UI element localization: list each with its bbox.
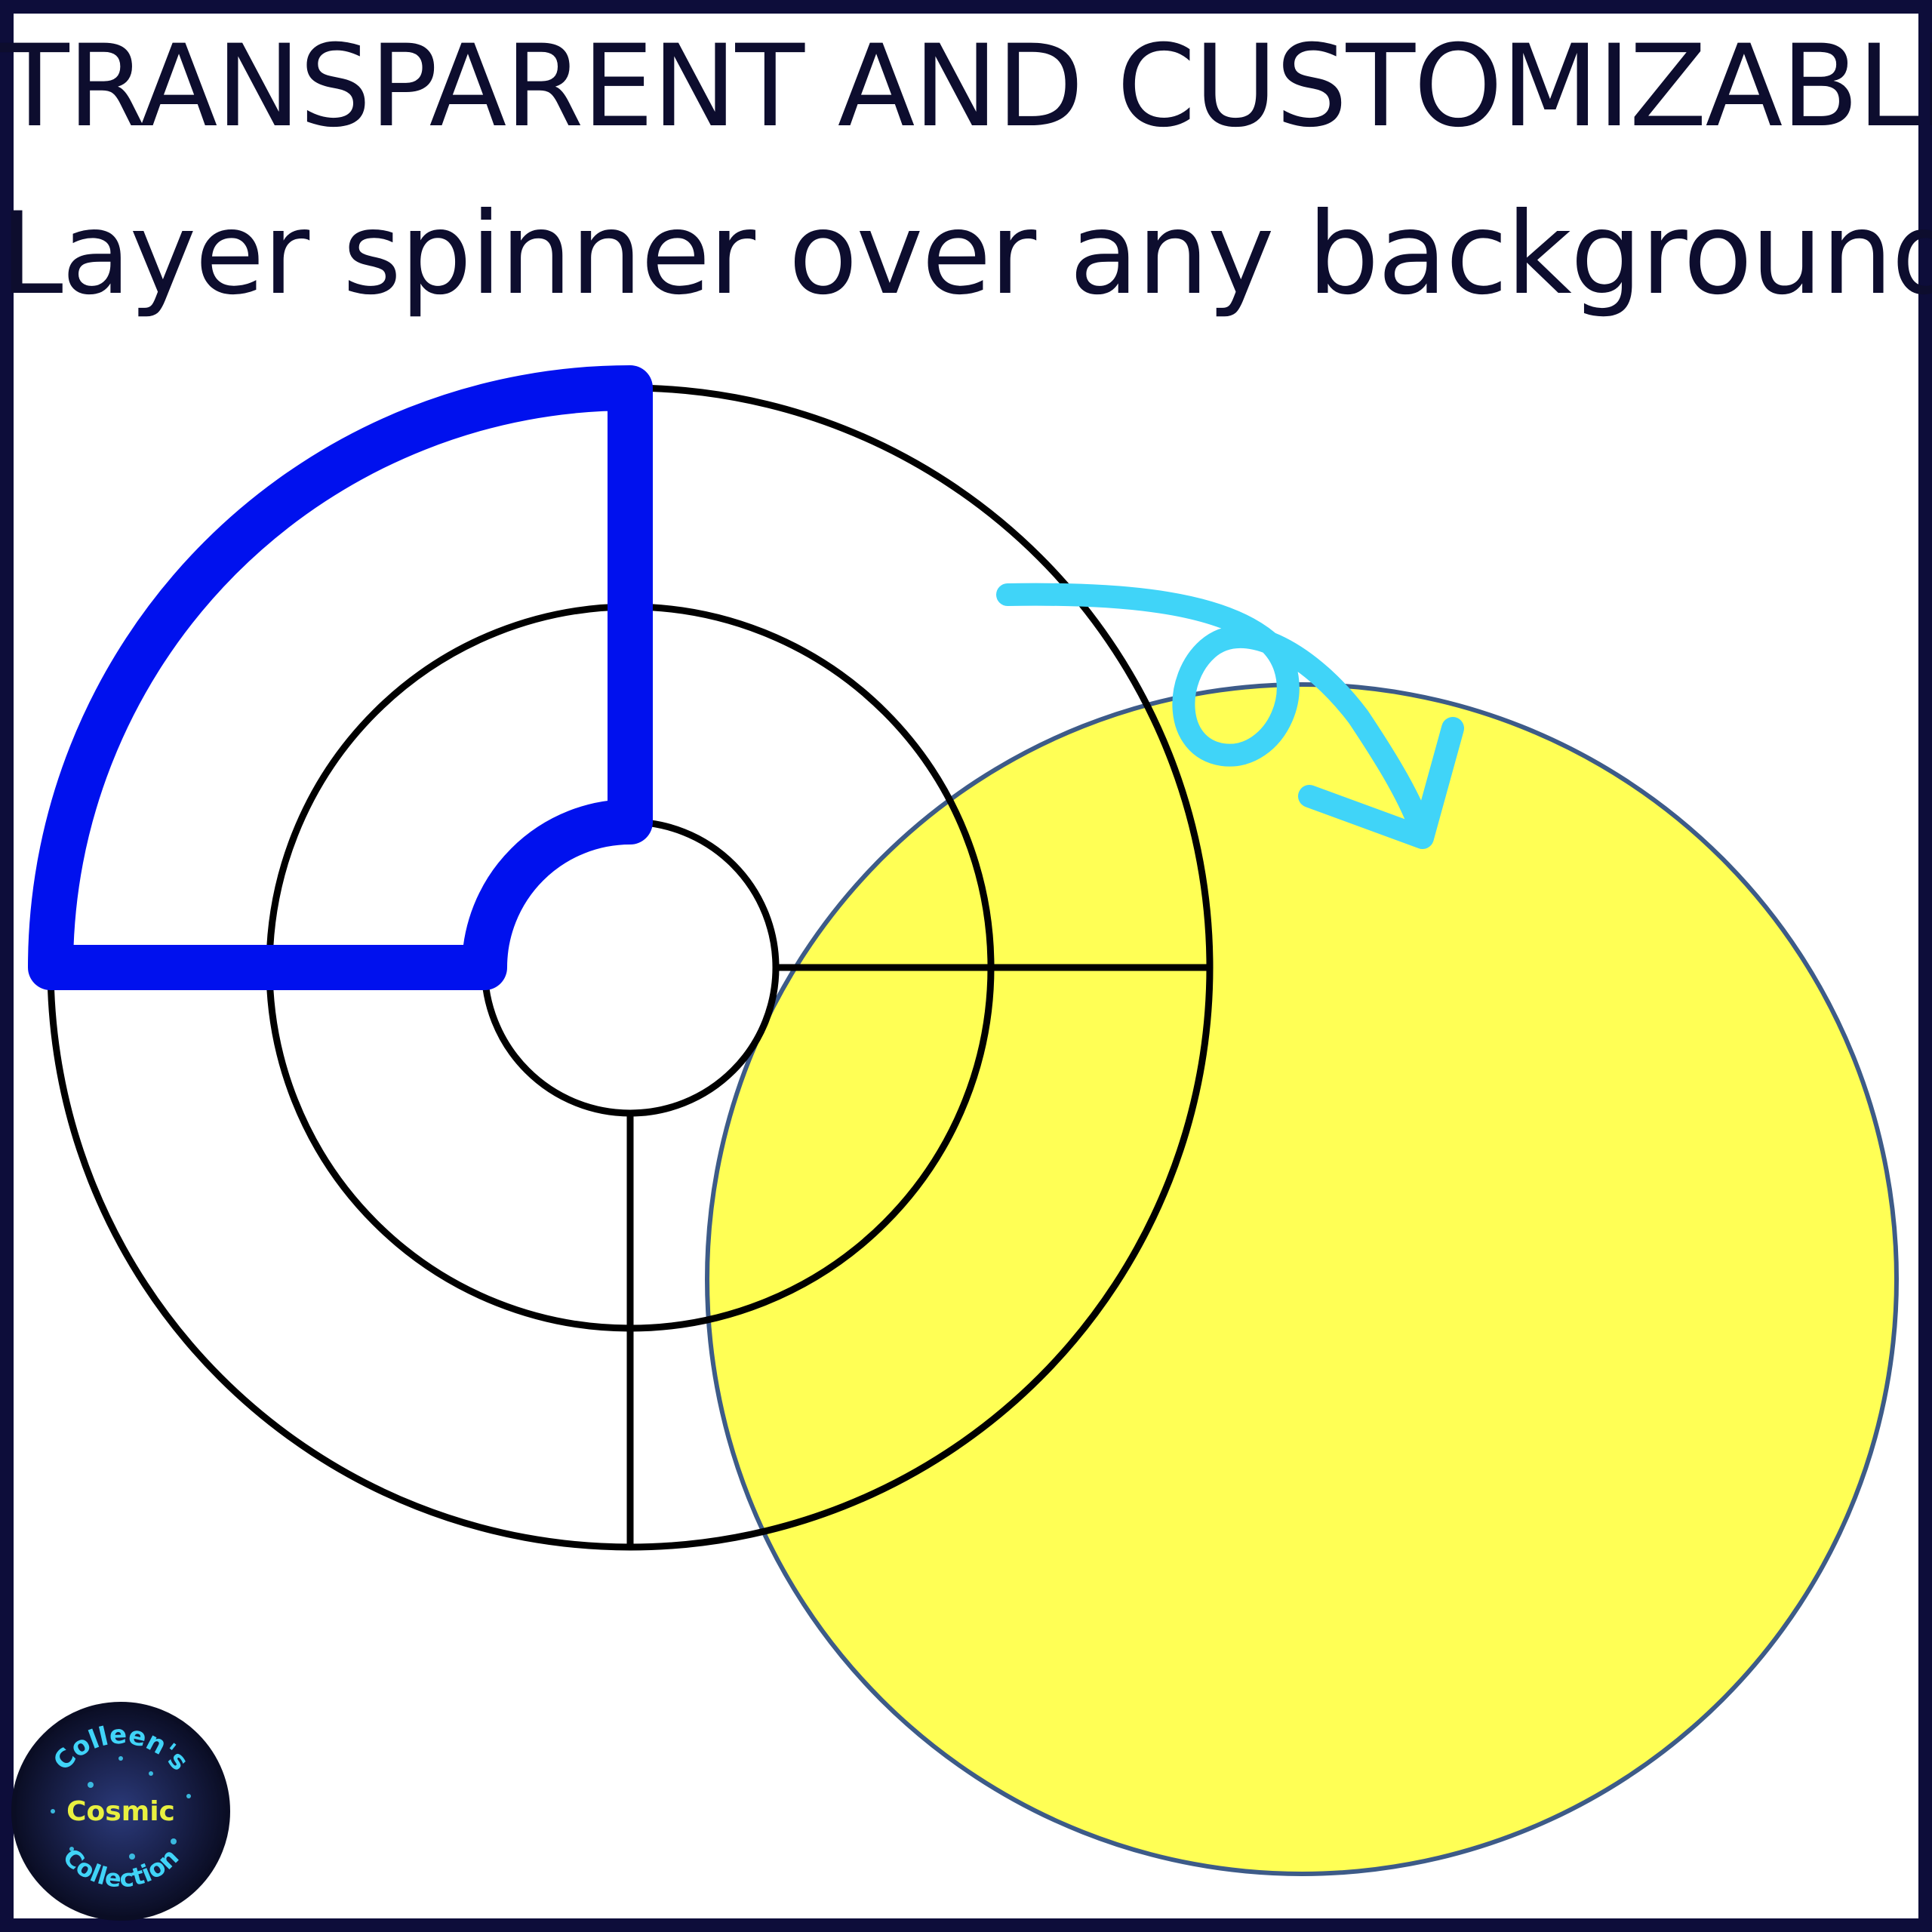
background-circle [705,682,1899,1876]
headline-subtitle: Layer spinner over any background! [0,189,1932,320]
highlighted-segment [28,365,653,990]
spin-arrow-icon [996,583,1464,849]
headline-title: TRANSPARENT AND CUSTOMIZABLE [0,21,1932,152]
logo-text-middle: Cosmic [66,1796,175,1827]
logo-badge-icon: Colleen's Cosmic Collection [11,1702,230,1921]
